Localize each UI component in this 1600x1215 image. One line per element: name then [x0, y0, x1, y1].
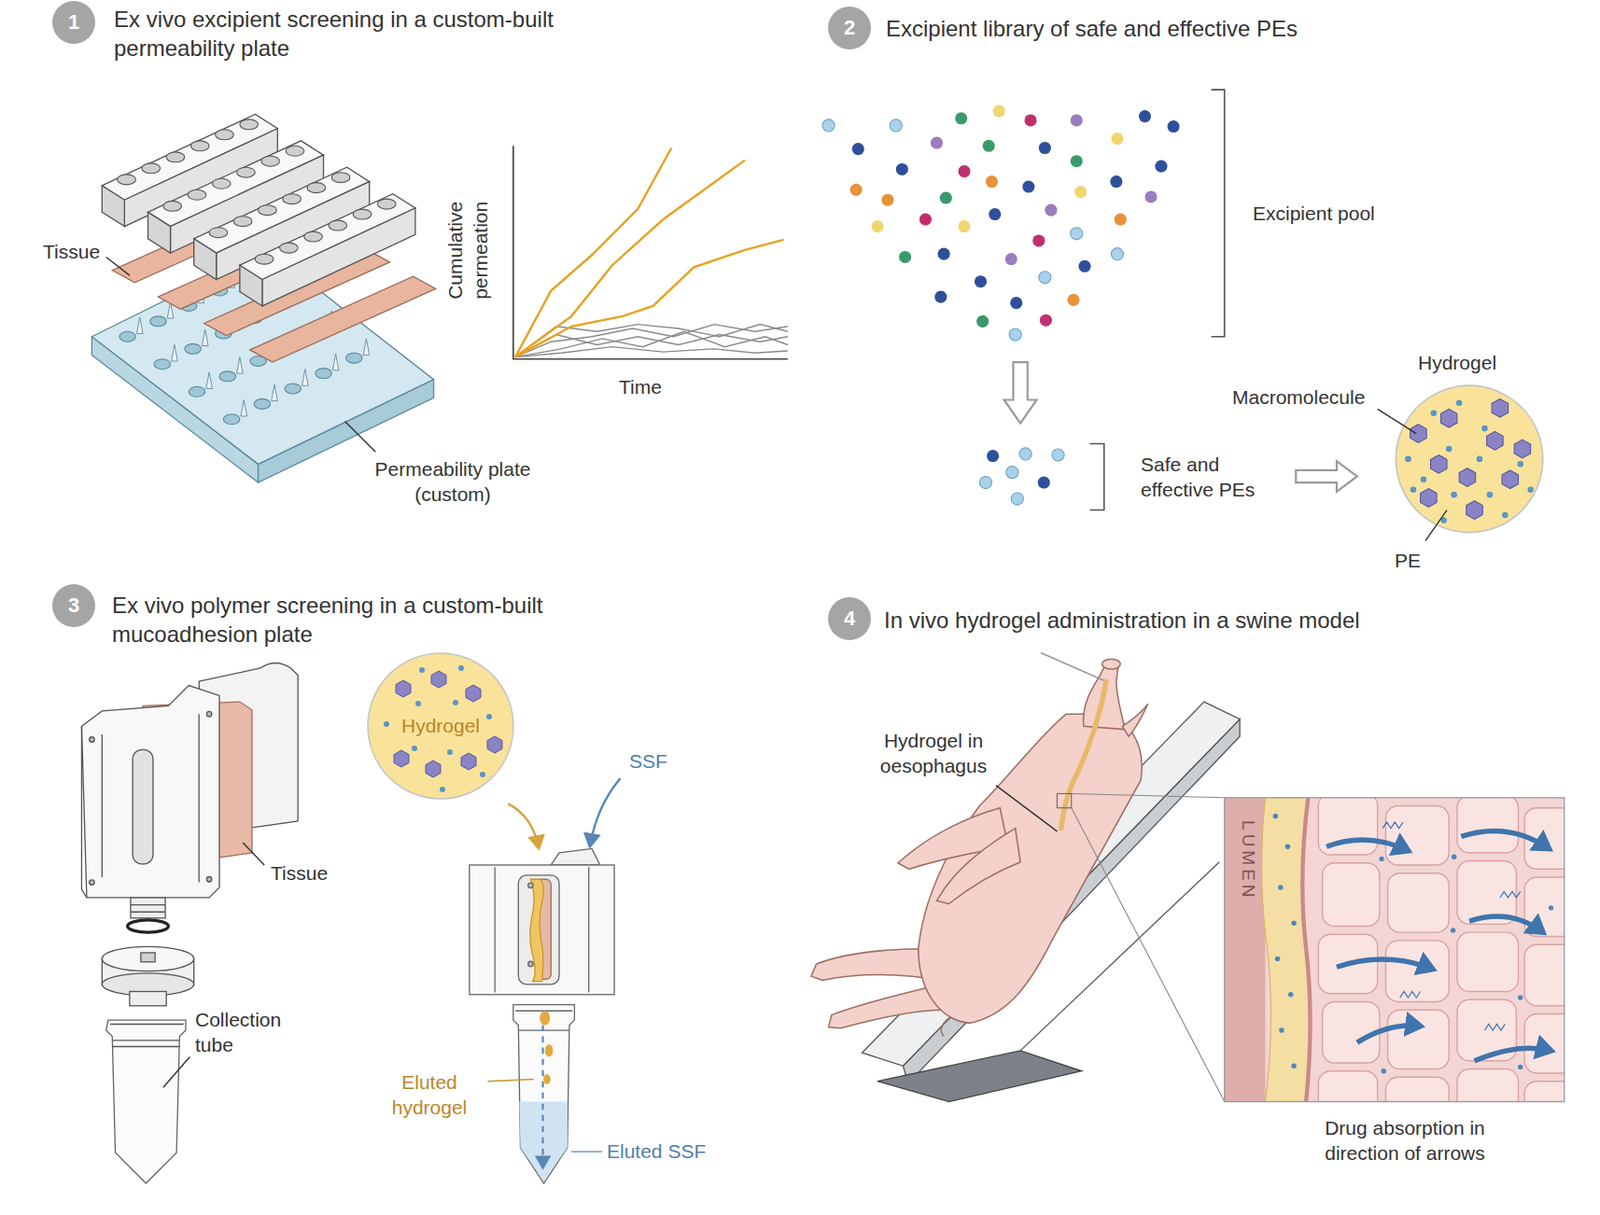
part-label: Macromolecule — [1232, 384, 1365, 410]
zoom-line — [1071, 793, 1225, 798]
leader-line — [163, 1056, 190, 1088]
tube — [1040, 653, 1107, 683]
leader-line — [242, 842, 265, 866]
part-label: Collection tube — [195, 1007, 317, 1059]
callout-number: 2 — [828, 6, 871, 50]
part-label: PE — [1394, 547, 1421, 574]
part-label: SSF — [629, 748, 668, 774]
hydrogel-circle — [1395, 385, 1543, 533]
leader-line — [1425, 510, 1447, 542]
leader-line — [488, 1079, 534, 1081]
node-text: Hydrogel — [401, 715, 480, 738]
callout-text: 1 — [68, 10, 80, 35]
plate-caps — [101, 113, 416, 307]
part-label: Tissue — [42, 238, 100, 265]
zoom-line — [1071, 808, 1225, 1103]
part-label: Hydrogel — [1417, 350, 1497, 376]
panel-title: Ex vivo excipient screening in a custom-… — [113, 4, 674, 63]
hydrogel-oesophagus — [1061, 681, 1107, 829]
part-label: Tissue — [270, 860, 328, 886]
gel-drops — [539, 1010, 553, 1085]
callout-number: 4 — [828, 597, 871, 641]
mucoadhesion-device — [81, 663, 298, 1184]
leader-line — [1377, 408, 1418, 434]
permeation-chart — [513, 145, 788, 359]
pig — [811, 659, 1149, 1037]
leader-line — [106, 256, 130, 276]
caption-note: Drug absorption in direction of arrows — [1288, 1115, 1522, 1167]
part-label: Permeability plate (custom) — [373, 456, 533, 508]
callout-number: 1 — [52, 0, 96, 44]
part-label: Eluted hydrogel — [378, 1069, 481, 1122]
callout-number: 3 — [52, 584, 96, 628]
region-label: LUMEN — [1235, 820, 1260, 902]
hollow-arrow — [1004, 362, 1038, 424]
flow-arrow — [589, 778, 621, 847]
group-label: Excipient pool — [1252, 200, 1376, 226]
part-label: Eluted SSF — [606, 1138, 706, 1165]
safe-pes — [979, 448, 1065, 506]
panel-title: Excipient library of safe and effective … — [885, 14, 1298, 43]
group-label: Safe and effective PEs — [1140, 451, 1281, 504]
leader-line — [996, 785, 1058, 832]
excipient-pool — [822, 105, 1180, 342]
flow-arrow — [507, 803, 539, 849]
callout-text: 3 — [68, 593, 80, 618]
zoom-marker — [1056, 793, 1071, 808]
panel-title: Ex vivo polymer screening in a custom-bu… — [112, 590, 673, 649]
callout-text: 4 — [843, 606, 856, 632]
flow-arrow — [541, 1025, 544, 1169]
zoom-frame — [1224, 798, 1565, 1103]
callout-text: 2 — [843, 15, 856, 41]
bracket — [1211, 89, 1225, 337]
hollow-arrow — [1295, 461, 1358, 492]
axis-label: Time — [618, 374, 662, 400]
bracket — [1089, 443, 1104, 510]
leader-line — [344, 421, 376, 452]
leader-line — [571, 1150, 603, 1152]
part-label: Hydrogel in oesophagus — [868, 728, 999, 780]
board — [862, 701, 1240, 1102]
axis-label: Cumulative permeation — [442, 189, 494, 311]
mucoadhesion-front — [469, 848, 615, 1184]
hydrogel-circle: Hydrogel — [365, 651, 516, 801]
tissue-zoom — [1224, 798, 1565, 1103]
panel-title: In vivo hydrogel administration in a swi… — [884, 605, 1361, 635]
